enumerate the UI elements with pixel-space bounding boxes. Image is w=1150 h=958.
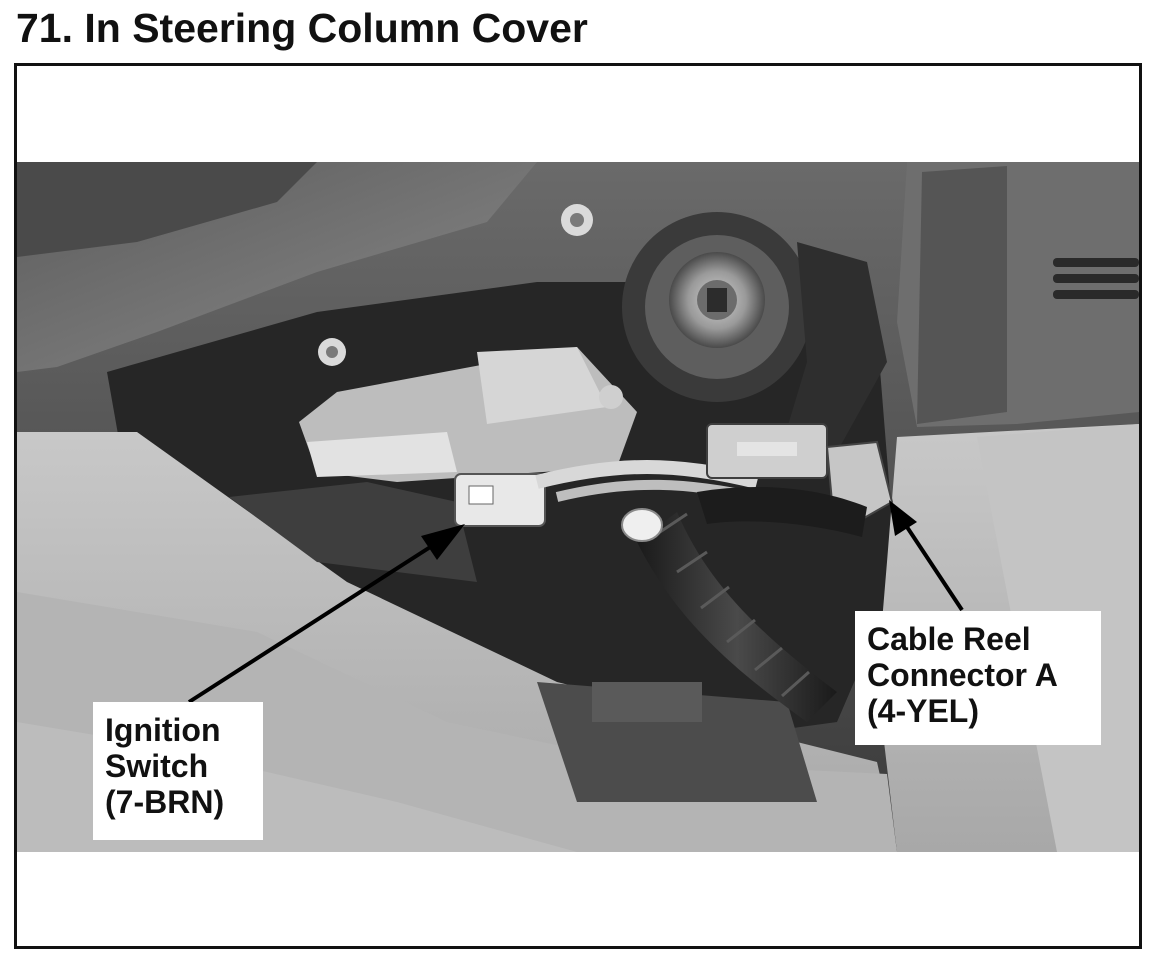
figure-frame: Ignition Switch (7-BRN) Cable Reel Conne… bbox=[14, 63, 1142, 949]
cable-reel-label-line-2: Connector A bbox=[867, 657, 1058, 693]
ignition-switch-label-line-2: Switch bbox=[105, 748, 209, 784]
ignition-switch-label-line-3: (7-BRN) bbox=[105, 784, 225, 820]
page-title: 71. In Steering Column Cover bbox=[16, 5, 588, 51]
cable-reel-connector-label: Cable Reel Connector A (4-YEL) bbox=[855, 611, 1101, 745]
cable-reel-label-line-1: Cable Reel bbox=[867, 621, 1031, 657]
cable-reel-arrow bbox=[889, 500, 964, 612]
ignition-arrow bbox=[187, 524, 465, 704]
ignition-switch-label-line-1: Ignition bbox=[105, 712, 221, 748]
ignition-switch-label: Ignition Switch (7-BRN) bbox=[93, 702, 263, 840]
cable-reel-label-line-3: (4-YEL) bbox=[867, 693, 979, 729]
